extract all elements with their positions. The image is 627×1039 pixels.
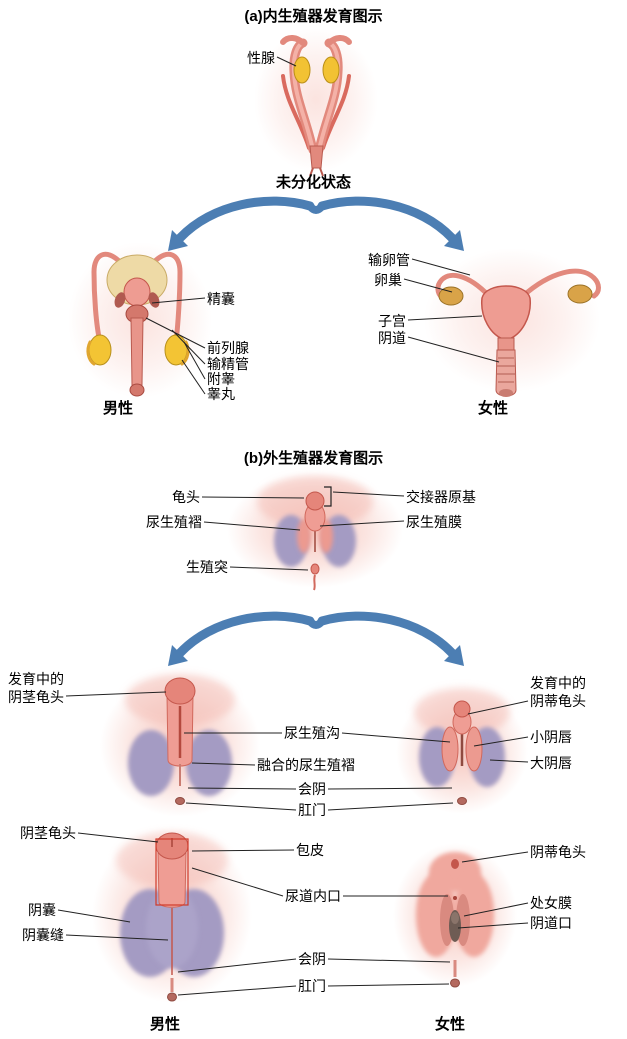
- urogenital-fold-right: [319, 519, 333, 553]
- divergence-arrows-external: [168, 611, 464, 666]
- label-developing-left-line1: 发育中的: [8, 671, 64, 687]
- caption-male-external: 男性: [150, 1016, 181, 1033]
- leader-lines: [57, 56, 529, 996]
- label-urogenital-fold: 尿生殖褶: [146, 514, 202, 530]
- gonad-right: [322, 56, 340, 84]
- label-fused-urogenital-folds: 融合的尿生殖褶: [257, 757, 355, 773]
- glans-bracket: [324, 486, 332, 507]
- developing-penis-glans: [164, 677, 196, 705]
- label-clitoris-glans: 阴蒂龟头: [530, 844, 586, 860]
- label-uterus: 子宫: [378, 313, 406, 329]
- urogenital-fold-left: [297, 519, 311, 553]
- section-a-title: (a)内生殖器发育图示: [244, 8, 383, 25]
- male-external-figure: [92, 827, 252, 1003]
- divergence-arrows-internal: [168, 196, 464, 251]
- label-developing-clitoris-glans: 阴蒂龟头: [530, 693, 586, 709]
- uterus: [481, 285, 531, 341]
- label-anus-mid: 肛门: [298, 802, 326, 818]
- anus-female-bottom: [450, 978, 460, 988]
- anus-male-mid: [175, 797, 185, 805]
- label-foreskin: 包皮: [296, 842, 324, 858]
- ovary-left: [438, 286, 464, 306]
- label-labia-minora: 小阴唇: [530, 729, 572, 745]
- developing-clitoris-glans: [453, 700, 471, 718]
- labia-minora-left: [441, 726, 459, 772]
- label-copulatory-organ-primordium: 交接器原基: [406, 489, 476, 505]
- genital-tubercle: [310, 563, 320, 575]
- label-hymen: 处女膜: [530, 895, 572, 911]
- developing-male-external-figure: [100, 673, 260, 817]
- developing-female-external-figure: [396, 688, 528, 814]
- hymen: [451, 912, 459, 924]
- undifferentiated-internal-figure: [254, 28, 378, 177]
- foreskin-outline: [155, 838, 189, 906]
- female-internal-figure: [424, 248, 601, 397]
- gonad-left: [293, 56, 311, 84]
- label-oviduct: 输卵管: [368, 252, 410, 268]
- caption-female-internal: 女性: [478, 400, 509, 417]
- seminal-vesicle: [148, 292, 160, 308]
- label-anus-bottom: 肛门: [298, 978, 326, 994]
- label-gonad: 性腺: [247, 50, 275, 66]
- oviduct-right: [520, 268, 601, 299]
- label-prostate: 前列腺: [207, 340, 249, 356]
- label-labia-majora: 大阴唇: [530, 755, 572, 771]
- label-testis: 睾丸: [207, 386, 235, 402]
- label-urogenital-membrane: 尿生殖膜: [406, 514, 462, 530]
- anus-female-mid: [457, 797, 467, 805]
- section-b-title: (b)外生殖器发育图示: [243, 450, 384, 467]
- arrow-head-left: [168, 230, 188, 251]
- female-external-figure: [393, 843, 517, 988]
- label-vas-deferens: 输精管: [207, 356, 249, 372]
- clitoris-glans: [451, 859, 459, 869]
- label-glans: 龟头: [172, 489, 200, 505]
- caption-male-internal: 男性: [103, 400, 134, 417]
- male-internal-figure: [68, 242, 212, 398]
- caption-female-external: 女性: [435, 1016, 466, 1033]
- label-seminal-vesicle: 精囊: [207, 291, 235, 307]
- glans-primordium: [305, 491, 325, 511]
- labia-minora-right: [465, 726, 483, 772]
- label-undifferentiated-state: 未分化状态: [275, 174, 351, 191]
- label-epididymis: 附睾: [207, 371, 235, 387]
- ovary-right: [567, 284, 593, 304]
- undifferentiated-external-figure: [227, 472, 403, 591]
- label-ovary: 卵巢: [374, 272, 402, 288]
- anus-male-bottom: [167, 992, 177, 1002]
- arrow-head-right: [444, 230, 464, 251]
- label-urethral-opening: 尿道内口: [285, 888, 341, 904]
- arrow-head-left: [168, 645, 188, 666]
- label-genital-tubercle: 生殖突: [186, 559, 228, 575]
- penis-shaft: [157, 851, 187, 908]
- label-urogenital-groove: 尿生殖沟: [284, 725, 340, 741]
- label-scrotum: 阴囊: [28, 902, 56, 918]
- label-perineum-bottom: 会阴: [298, 951, 326, 967]
- label-penis-glans: 阴茎龟头: [20, 825, 76, 841]
- label-developing-penis-glans: 阴茎龟头: [8, 689, 64, 705]
- label-vaginal-opening: 阴道口: [530, 915, 572, 931]
- label-scrotal-raphe: 阴囊缝: [22, 927, 64, 943]
- label-vagina: 阴道: [378, 330, 406, 346]
- label-developing-right-line1: 发育中的: [530, 675, 586, 691]
- label-perineum-mid: 会阴: [298, 781, 326, 797]
- arrow-head-right: [444, 645, 464, 666]
